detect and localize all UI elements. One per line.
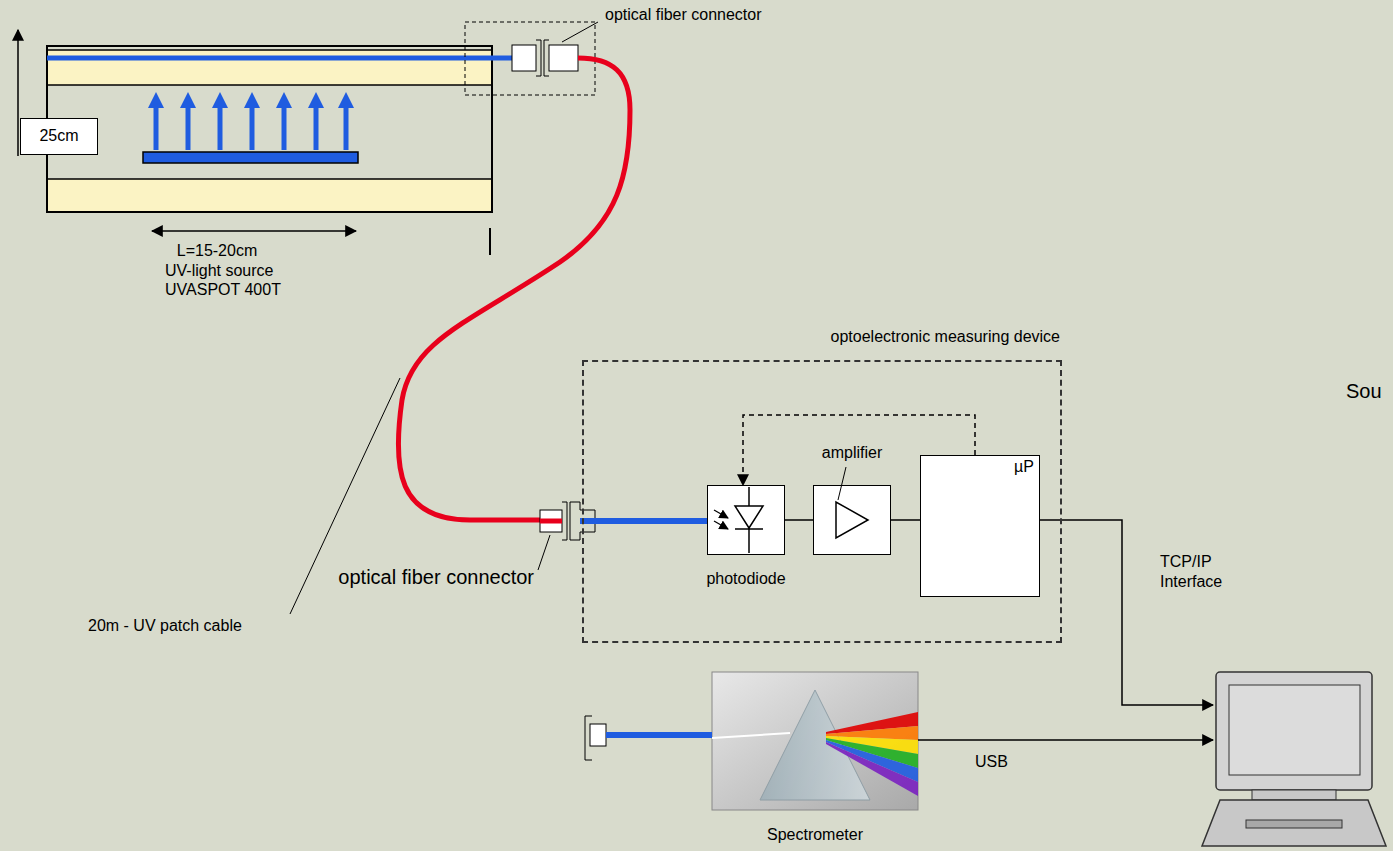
note-text: Sou — [1346, 380, 1382, 403]
usb-line — [918, 739, 1213, 741]
node-label: µP — [921, 456, 1039, 476]
signal-line — [891, 519, 920, 521]
connector-label: optical fiber connector — [338, 566, 534, 589]
photodiode-box: photodiode — [707, 485, 785, 555]
length-dimension — [152, 230, 356, 232]
node-label: Spectrometer — [767, 826, 863, 844]
dimension-label: L=15-20cm — [177, 242, 258, 260]
patch-cable — [398, 58, 630, 520]
node-label: amplifier — [822, 444, 882, 462]
cable-label: 20m - UV patch cable — [88, 617, 242, 635]
amplifier-box: amplifier — [813, 485, 891, 555]
tcpip-line — [1040, 520, 1213, 705]
node-label: photodiode — [706, 570, 785, 588]
height-dimension — [17, 30, 19, 156]
amplifier-symbol — [813, 467, 891, 555]
interface-label: USB — [975, 753, 1008, 771]
uv-rays — [156, 100, 346, 150]
node-label: 25cm — [21, 127, 97, 145]
spectrometer-connector — [585, 716, 712, 760]
connector-label: optical fiber connector — [605, 6, 762, 24]
spectrometer-illustration — [712, 672, 918, 810]
uv-chamber — [47, 46, 512, 212]
interface-label: TCP/IP — [1160, 553, 1212, 571]
signal-line — [785, 519, 813, 521]
dimension-box: 25cm — [20, 118, 98, 155]
bottom-connector — [538, 502, 707, 570]
computer-icon — [1202, 672, 1386, 846]
photodiode-symbol — [707, 485, 785, 555]
interface-label: Interface — [1160, 573, 1222, 591]
part-label: UV-light source — [165, 262, 274, 280]
device-housing: optoelectronic measuring devicephotodiod… — [582, 360, 1062, 643]
part-label: UVASPOT 400T — [165, 281, 281, 299]
microprocessor-box: µP — [920, 455, 1040, 597]
node-label: optoelectronic measuring device — [831, 328, 1060, 346]
tick-mark — [489, 228, 491, 255]
spectrometer-box: Spectrometer — [712, 672, 918, 810]
